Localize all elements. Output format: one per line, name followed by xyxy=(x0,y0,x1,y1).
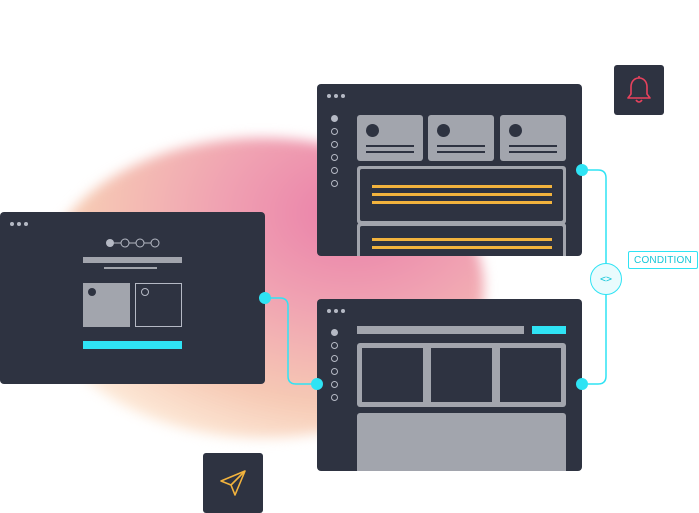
sidebar-nav xyxy=(331,329,338,401)
send-tile xyxy=(203,453,263,513)
onboarding-window xyxy=(0,212,265,384)
grid-window xyxy=(317,299,582,471)
content-panel xyxy=(357,166,566,224)
profile-card xyxy=(357,115,423,161)
window-dots xyxy=(327,309,345,313)
subtitle-placeholder xyxy=(104,267,157,269)
bell-icon xyxy=(627,76,651,103)
content-panel xyxy=(357,223,566,256)
continue-button xyxy=(83,341,182,349)
notification-tile xyxy=(614,65,664,115)
condition-label: CONDITION xyxy=(628,251,698,269)
connector-node xyxy=(576,164,588,176)
footer-panel xyxy=(357,413,566,471)
code-brackets-icon: <> xyxy=(590,263,622,295)
option-card-selected xyxy=(83,283,130,327)
send-icon xyxy=(220,470,246,496)
window-dots xyxy=(10,222,28,226)
title-placeholder xyxy=(83,257,182,263)
profile-card xyxy=(428,115,494,161)
sidebar-nav xyxy=(331,115,338,187)
window-dots xyxy=(327,94,345,98)
header-action-button xyxy=(532,326,566,334)
step-indicator xyxy=(106,238,160,248)
connector-node xyxy=(259,292,271,304)
grid-panel xyxy=(357,343,566,407)
header-placeholder xyxy=(357,326,524,334)
dashboard-window xyxy=(317,84,582,256)
option-card xyxy=(135,283,182,327)
connector-node xyxy=(311,378,323,390)
connector-node xyxy=(576,378,588,390)
profile-card xyxy=(500,115,566,161)
